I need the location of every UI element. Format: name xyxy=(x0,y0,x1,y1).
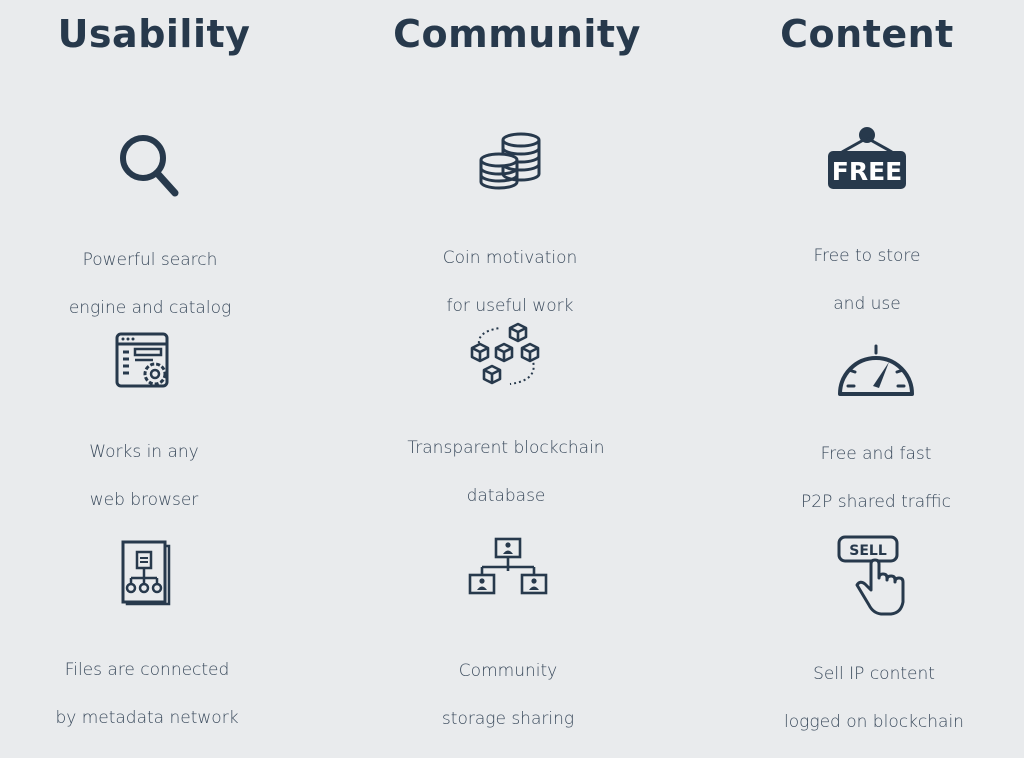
feature-sell: SELL Sell IP content logged on blockchai… xyxy=(724,534,1024,758)
feature-caption-line: P2P shared traffic xyxy=(801,492,951,512)
feature-caption-line: database xyxy=(466,486,546,506)
free-sign-icon: FREE xyxy=(828,127,906,189)
feature-caption-line: by metadata network xyxy=(55,708,239,728)
coins-icon xyxy=(479,132,541,190)
feature-p2p: Free and fast P2P shared traffic xyxy=(726,338,1024,538)
feature-free: FREE Free to store and use xyxy=(717,124,1017,340)
storage-network-icon xyxy=(468,537,548,595)
feature-blockchain: Transparent blockchain database xyxy=(356,318,656,532)
feature-caption-line: logged on blockchain xyxy=(784,712,964,732)
sell-button-hand-icon: SELL xyxy=(837,535,905,616)
feature-caption-line: Sell IP content xyxy=(813,664,935,684)
feature-caption-line: Free and fast xyxy=(820,444,932,464)
feature-storage: Community storage sharing xyxy=(358,535,658,755)
feature-caption-line: for useful work xyxy=(446,296,574,316)
search-icon xyxy=(120,135,179,197)
feature-caption-line: engine and catalog xyxy=(68,298,232,318)
column-title-usability: Usability xyxy=(57,12,251,56)
feature-caption-line: Files are connected xyxy=(64,660,230,680)
feature-search: Powerful search engine and catalog xyxy=(0,130,300,344)
feature-caption-line: Community xyxy=(458,661,558,681)
column-title-content: Content xyxy=(780,12,954,56)
feature-caption-line: Powerful search xyxy=(82,250,218,270)
feature-caption-line: Transparent blockchain xyxy=(407,438,605,458)
browser-settings-icon xyxy=(115,332,169,388)
free-sign-text: FREE xyxy=(832,157,902,186)
blockchain-cubes-icon xyxy=(470,322,540,385)
feature-caption-line: Coin motivation xyxy=(442,248,578,268)
metadata-document-icon xyxy=(121,540,171,606)
sell-button-text: SELL xyxy=(849,543,887,559)
feature-caption-line: web browser xyxy=(89,490,199,510)
feature-metadata: Files are connected by metadata network xyxy=(0,540,297,754)
speedometer-icon xyxy=(838,344,914,396)
feature-caption-line: storage sharing xyxy=(441,709,575,729)
column-title-community: Community xyxy=(393,12,641,56)
feature-caption-line: Free to store xyxy=(813,246,921,266)
feature-web-browser: Works in any web browser xyxy=(0,330,294,536)
feature-caption-line: Works in any xyxy=(89,442,199,462)
feature-caption-line: and use xyxy=(833,294,901,314)
feature-coins: Coin motivation for useful work xyxy=(360,130,660,342)
